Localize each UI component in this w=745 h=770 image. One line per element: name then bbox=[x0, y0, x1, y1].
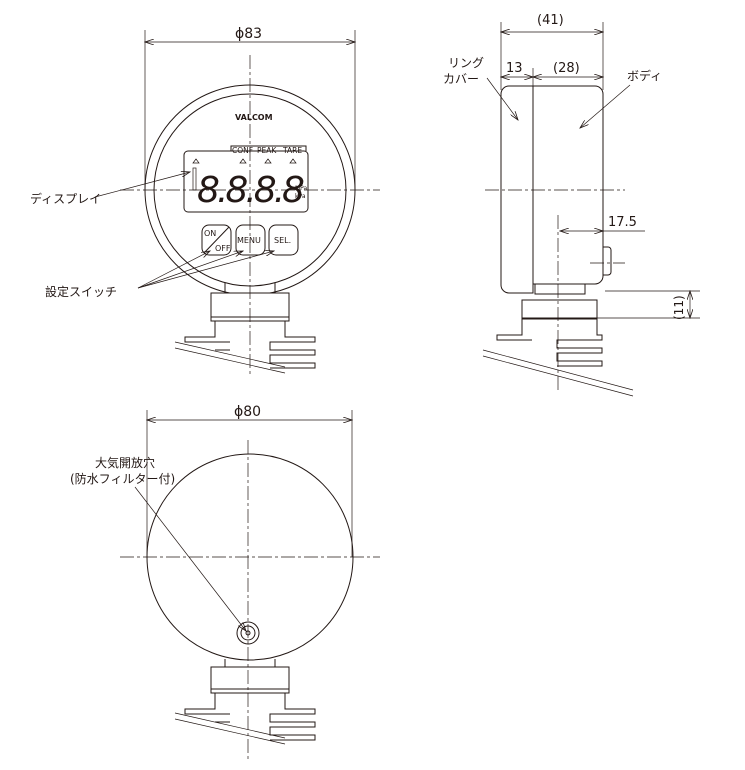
front-view: ϕ83 VALCOM CONF PEAK TARE 8.8.8.8 MPa kP… bbox=[30, 26, 380, 375]
brand-logo: VALCOM bbox=[235, 113, 273, 122]
off-label: OFF bbox=[215, 244, 231, 253]
hex-nut bbox=[521, 299, 598, 320]
sel-button[interactable]: SEL. bbox=[268, 224, 299, 256]
ring-cover bbox=[500, 85, 534, 294]
back-view: ϕ80 大気開放穴 (防水フィルター付) bbox=[70, 404, 380, 760]
dimension-11: (11) bbox=[672, 295, 686, 320]
menu-button[interactable]: MENU bbox=[235, 224, 266, 256]
label-body: ボディ bbox=[627, 68, 662, 83]
dimension-13: 13 bbox=[506, 61, 523, 76]
mode-tare: TARE bbox=[282, 146, 302, 155]
label-ring-line1: リング bbox=[448, 56, 484, 70]
dimension-17-5: 17.5 bbox=[608, 215, 637, 230]
sel-label: SEL. bbox=[274, 236, 291, 245]
lcd-display bbox=[183, 150, 309, 213]
side-view: (41) 13 (28) 17.5 (11) リング カバー ボディ bbox=[443, 13, 700, 397]
dimension-28: (28) bbox=[553, 61, 580, 76]
label-vent-line2: (防水フィルター付) bbox=[70, 471, 175, 486]
dimension-41: (41) bbox=[537, 13, 564, 28]
menu-label: MENU bbox=[237, 236, 261, 245]
mode-peak: PEAK bbox=[257, 146, 277, 155]
body bbox=[533, 85, 604, 285]
dimension-83: ϕ83 bbox=[235, 26, 262, 42]
unit-mpa: MPa bbox=[295, 185, 308, 192]
label-vent-line1: 大気開放穴 bbox=[95, 455, 155, 470]
on-label: ON bbox=[204, 229, 216, 238]
lcd-digits: 8.8.8.8 bbox=[197, 170, 304, 211]
mode-conf: CONF bbox=[232, 146, 253, 155]
on-off-button[interactable]: ON OFF bbox=[201, 224, 232, 256]
label-ring-line2: カバー bbox=[443, 72, 479, 86]
dimension-80: ϕ80 bbox=[234, 404, 261, 420]
label-setting-switch: 設定スイッチ bbox=[45, 284, 117, 299]
unit-kpa: kPa bbox=[295, 193, 306, 200]
label-display: ディスプレイ bbox=[30, 191, 101, 206]
